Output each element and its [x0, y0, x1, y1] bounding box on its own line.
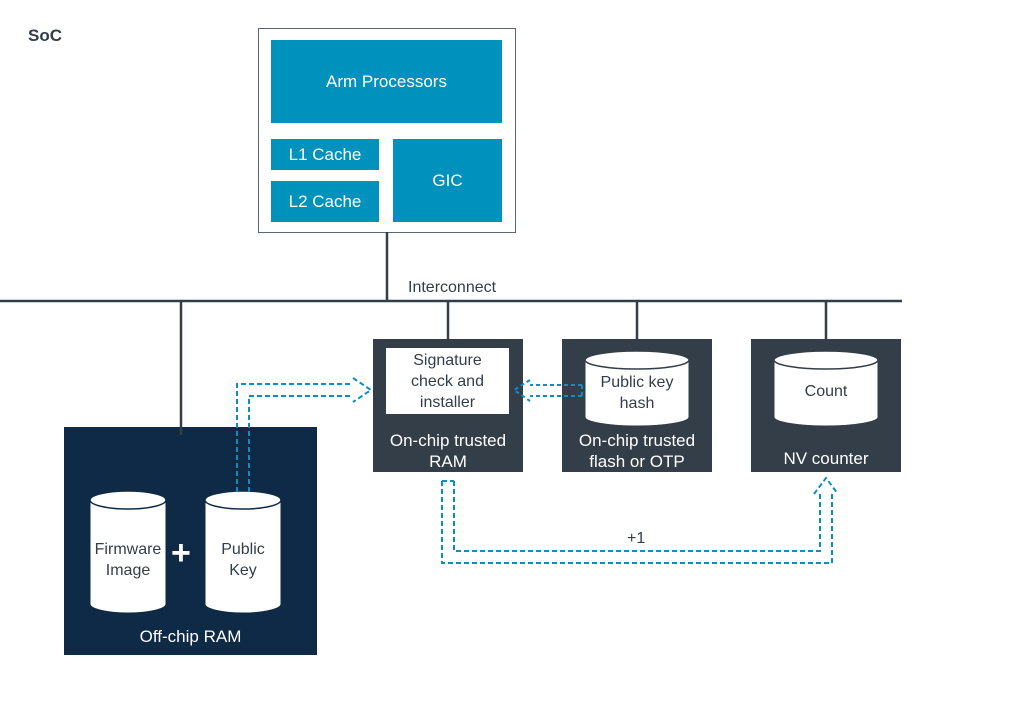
public-key-text: Public Key — [205, 539, 281, 581]
offchip-ram-caption: Off-chip RAM — [139, 627, 242, 646]
sig-line-2: check and — [411, 372, 484, 390]
l1-cache-block: L1 Cache — [271, 139, 379, 170]
trusted-ram-caption-2: RAM — [429, 452, 467, 471]
fw-line-2: Image — [105, 562, 151, 579]
firmware-image-cylinder — [89, 490, 167, 614]
trusted-flash-caption: On-chip trusted flash or OTP — [562, 430, 712, 472]
count-text: Count — [804, 383, 848, 400]
pk-line-1: Public — [221, 541, 265, 558]
gic-label: GIC — [432, 170, 463, 190]
plus-sign: + — [171, 534, 191, 572]
trusted-ram-caption-1: On-chip trusted — [389, 431, 507, 450]
trusted-flash-caption-2: flash or OTP — [589, 452, 685, 471]
count-cylinder — [773, 350, 879, 427]
increment-label: +1 — [627, 530, 646, 547]
hash-to-installer-arrow — [512, 379, 583, 402]
fw-line-1: Firmware — [94, 541, 162, 558]
arm-processors-label: Arm Processors — [326, 71, 447, 91]
public-key-hash-cylinder — [584, 350, 690, 427]
l2-cache-label: L2 Cache — [288, 191, 362, 211]
arm-processors-block: Arm Processors — [271, 40, 502, 123]
sig-line-1: Signature — [413, 351, 482, 369]
soc-label: SoC — [28, 26, 62, 45]
l1-cache-label: L1 Cache — [288, 144, 362, 164]
pkh-line-2: hash — [619, 395, 655, 412]
pkh-line-1: Public key — [600, 374, 674, 391]
firmware-image-text: Firmware Image — [88, 539, 168, 581]
trusted-flash-caption-1: On-chip trusted — [578, 431, 696, 450]
interconnect-label: Interconnect — [408, 279, 497, 296]
signature-check-installer: Signature check and installer — [386, 348, 509, 414]
nv-counter-caption: NV counter — [783, 449, 869, 468]
gic-block: GIC — [393, 139, 502, 222]
pk-line-2: Key — [229, 562, 257, 579]
public-key-hash-text: Public key hash — [585, 372, 689, 414]
public-key-cylinder — [204, 490, 282, 614]
increment-counter-arrow — [441, 476, 839, 564]
sig-line-3: installer — [419, 393, 476, 411]
public-key-to-installer-arrow — [236, 377, 373, 492]
l2-cache-block: L2 Cache — [271, 181, 379, 222]
trusted-ram-caption: On-chip trusted RAM — [373, 430, 523, 472]
